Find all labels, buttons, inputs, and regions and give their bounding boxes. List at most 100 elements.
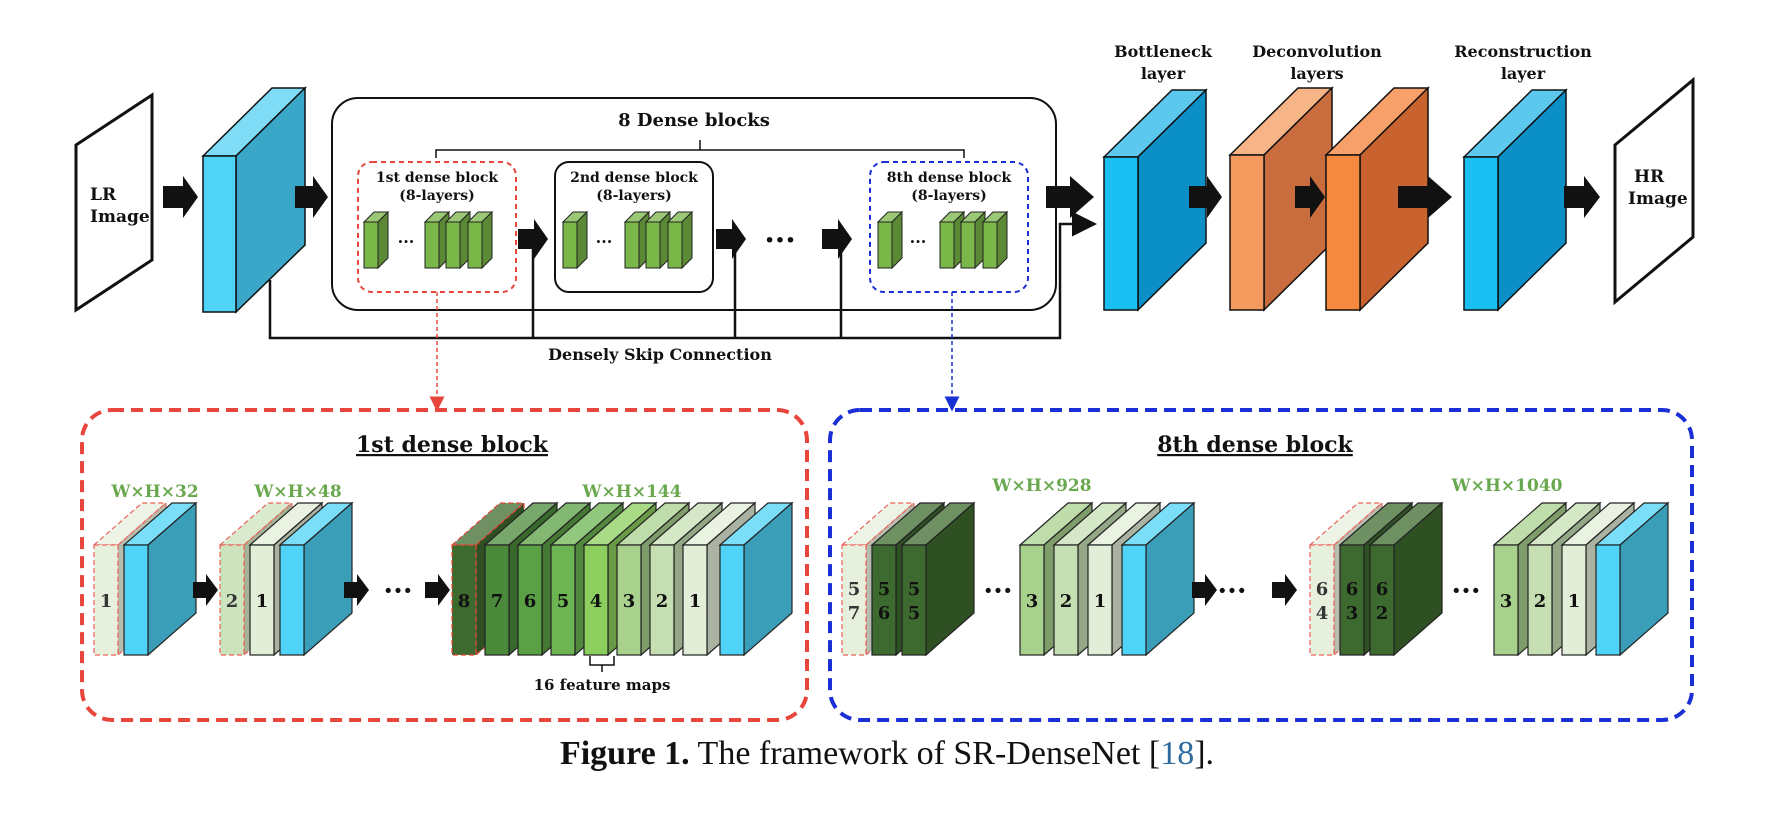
framework-diagram: LR Image 8 Dense blocks 1st dense block … xyxy=(74,42,1695,722)
detail1-dim-a: W×H×32 xyxy=(110,482,198,502)
bottleneck-layer xyxy=(1102,88,1208,312)
layer-number: 4 xyxy=(590,591,603,612)
layer-number: 6 xyxy=(1346,579,1359,600)
layer-number: 8 xyxy=(458,591,471,612)
layer-number: 3 xyxy=(623,591,636,612)
feature-maps-bracket xyxy=(589,656,615,672)
detail1-ellipsis: ··· xyxy=(383,574,412,607)
layer-number: 5 xyxy=(557,591,570,612)
layer-number: 4 xyxy=(1316,603,1329,624)
feature-layer: 55 xyxy=(900,501,976,657)
conv-layer xyxy=(122,501,198,657)
layer-number: 6 xyxy=(878,603,891,624)
detail8-ellipsis: ··· xyxy=(1217,574,1246,607)
deconv-label-line2: layers xyxy=(1290,64,1343,83)
layer-number: 7 xyxy=(491,591,504,612)
arrow-recon-to-hr xyxy=(1564,176,1600,218)
mini-dense-layer xyxy=(561,210,589,270)
bottleneck-label-line2: layer xyxy=(1141,64,1186,83)
mini-dense-layer xyxy=(466,210,494,270)
layer-number: 6 xyxy=(524,591,537,612)
feature-maps-label: 16 feature maps xyxy=(534,676,671,694)
conv-layer xyxy=(278,501,354,657)
mini-dense-layer xyxy=(666,210,694,270)
mini-dense-layer xyxy=(423,210,451,270)
dense-blocks-title: 8 Dense blocks xyxy=(618,110,770,131)
mini-dense-layer xyxy=(362,210,390,270)
layer-number: 1 xyxy=(100,591,113,612)
arrow-lr-to-conv xyxy=(163,176,198,218)
layer-number: 5 xyxy=(878,579,891,600)
mini-dense-layer xyxy=(876,210,904,270)
block1-label-line2: (8-layers) xyxy=(399,188,475,204)
layer-number: 5 xyxy=(908,579,921,600)
figure-caption: Figure 1. The framework of SR-DenseNet [… xyxy=(0,735,1774,773)
dense-block-8-mini: 8th dense block (8-layers) ··· xyxy=(869,161,1029,293)
block1-ellipsis: ··· xyxy=(398,232,415,251)
hr-image-label-line1: HR xyxy=(1634,167,1665,187)
mini-dense-layer xyxy=(644,210,672,270)
layer-number: 6 xyxy=(1376,579,1389,600)
detail8-ellipsis-a: ··· xyxy=(983,574,1012,607)
conv-layer xyxy=(1594,501,1670,657)
conv-layer xyxy=(718,501,794,657)
caption-reference-link[interactable]: 18 xyxy=(1160,735,1195,772)
detail1-arrow-2 xyxy=(344,574,369,606)
dense-blocks-container: 8 Dense blocks xyxy=(331,97,1057,311)
deconv-label-line1: Deconvolution xyxy=(1252,42,1382,61)
detail1-arrow-1 xyxy=(193,574,218,606)
mini-dense-layer xyxy=(981,210,1009,270)
block1-label-line1: 1st dense block xyxy=(376,170,498,186)
densely-skip-connection xyxy=(268,211,1097,340)
lr-image-label-line2: Image xyxy=(90,207,150,227)
detail1-arrow-3 xyxy=(425,574,450,606)
skip-connection-label: Densely Skip Connection xyxy=(548,345,772,364)
detail8-ellipsis-b: ··· xyxy=(1451,574,1480,607)
mini-dense-layer xyxy=(959,210,987,270)
detail8-arrow-2 xyxy=(1272,574,1297,606)
caption-text: The framework of SR-DenseNet [ xyxy=(689,735,1161,772)
layer-number: 1 xyxy=(1568,591,1581,612)
layer-number: 2 xyxy=(656,591,669,612)
arrow-deconv-to-recon xyxy=(1398,176,1452,218)
detail8-dim-a: W×H×928 xyxy=(991,476,1091,496)
arrow-block2-to-dots xyxy=(716,219,746,259)
block8-label-line2: (8-layers) xyxy=(911,188,987,204)
dense-block-1-mini: 1st dense block (8-layers) ··· xyxy=(357,161,517,293)
layer-number: 1 xyxy=(689,591,702,612)
detail1-dim-c: W×H×144 xyxy=(581,482,681,502)
mini-dense-layer xyxy=(444,210,472,270)
detail1-title: 1st dense block xyxy=(356,432,549,458)
block2-label-line2: (8-layers) xyxy=(596,188,672,204)
recon-label-line1: Reconstruction xyxy=(1454,42,1592,61)
lr-image-label-line1: LR xyxy=(90,185,117,205)
detail8-arrow-1 xyxy=(1192,574,1217,606)
first-conv-layer xyxy=(201,86,307,314)
detail8-dim-b: W×H×1040 xyxy=(1451,476,1563,496)
layer-number: 2 xyxy=(1060,591,1073,612)
dense-block-2-mini: 2nd dense block (8-layers) ··· xyxy=(554,161,714,293)
bottleneck-label-line1: Bottleneck xyxy=(1114,42,1213,61)
block8-label-line1: 8th dense block xyxy=(887,170,1012,186)
layer-number: 1 xyxy=(1094,591,1107,612)
hr-image-label-line2: Image xyxy=(1628,189,1688,209)
block2-label-line1: 2nd dense block xyxy=(570,170,698,186)
layer-number: 2 xyxy=(1534,591,1547,612)
arrow-dense-to-bottleneck xyxy=(1046,176,1094,218)
deconv-layer-2 xyxy=(1324,86,1430,312)
mini-dense-layer xyxy=(623,210,651,270)
arrow-bottleneck-to-deconv xyxy=(1189,176,1222,218)
feature-layer: 62 xyxy=(1368,501,1444,657)
recon-label-line2: layer xyxy=(1501,64,1546,83)
layer-number: 3 xyxy=(1026,591,1039,612)
layer-number: 6 xyxy=(1316,579,1329,600)
lr-image: LR Image xyxy=(74,92,154,313)
block8-ellipsis: ··· xyxy=(910,232,927,251)
reconstruction-layer xyxy=(1462,88,1568,312)
caption-end: ]. xyxy=(1194,735,1215,772)
layer-number: 1 xyxy=(256,591,269,612)
layer-number: 2 xyxy=(226,591,239,612)
block2-ellipsis: ··· xyxy=(596,232,613,251)
detail-panel-8th-dense-block: 8th dense block W×H×928 W×H×1040 575655·… xyxy=(828,408,1694,722)
layer-number: 2 xyxy=(1376,603,1389,624)
